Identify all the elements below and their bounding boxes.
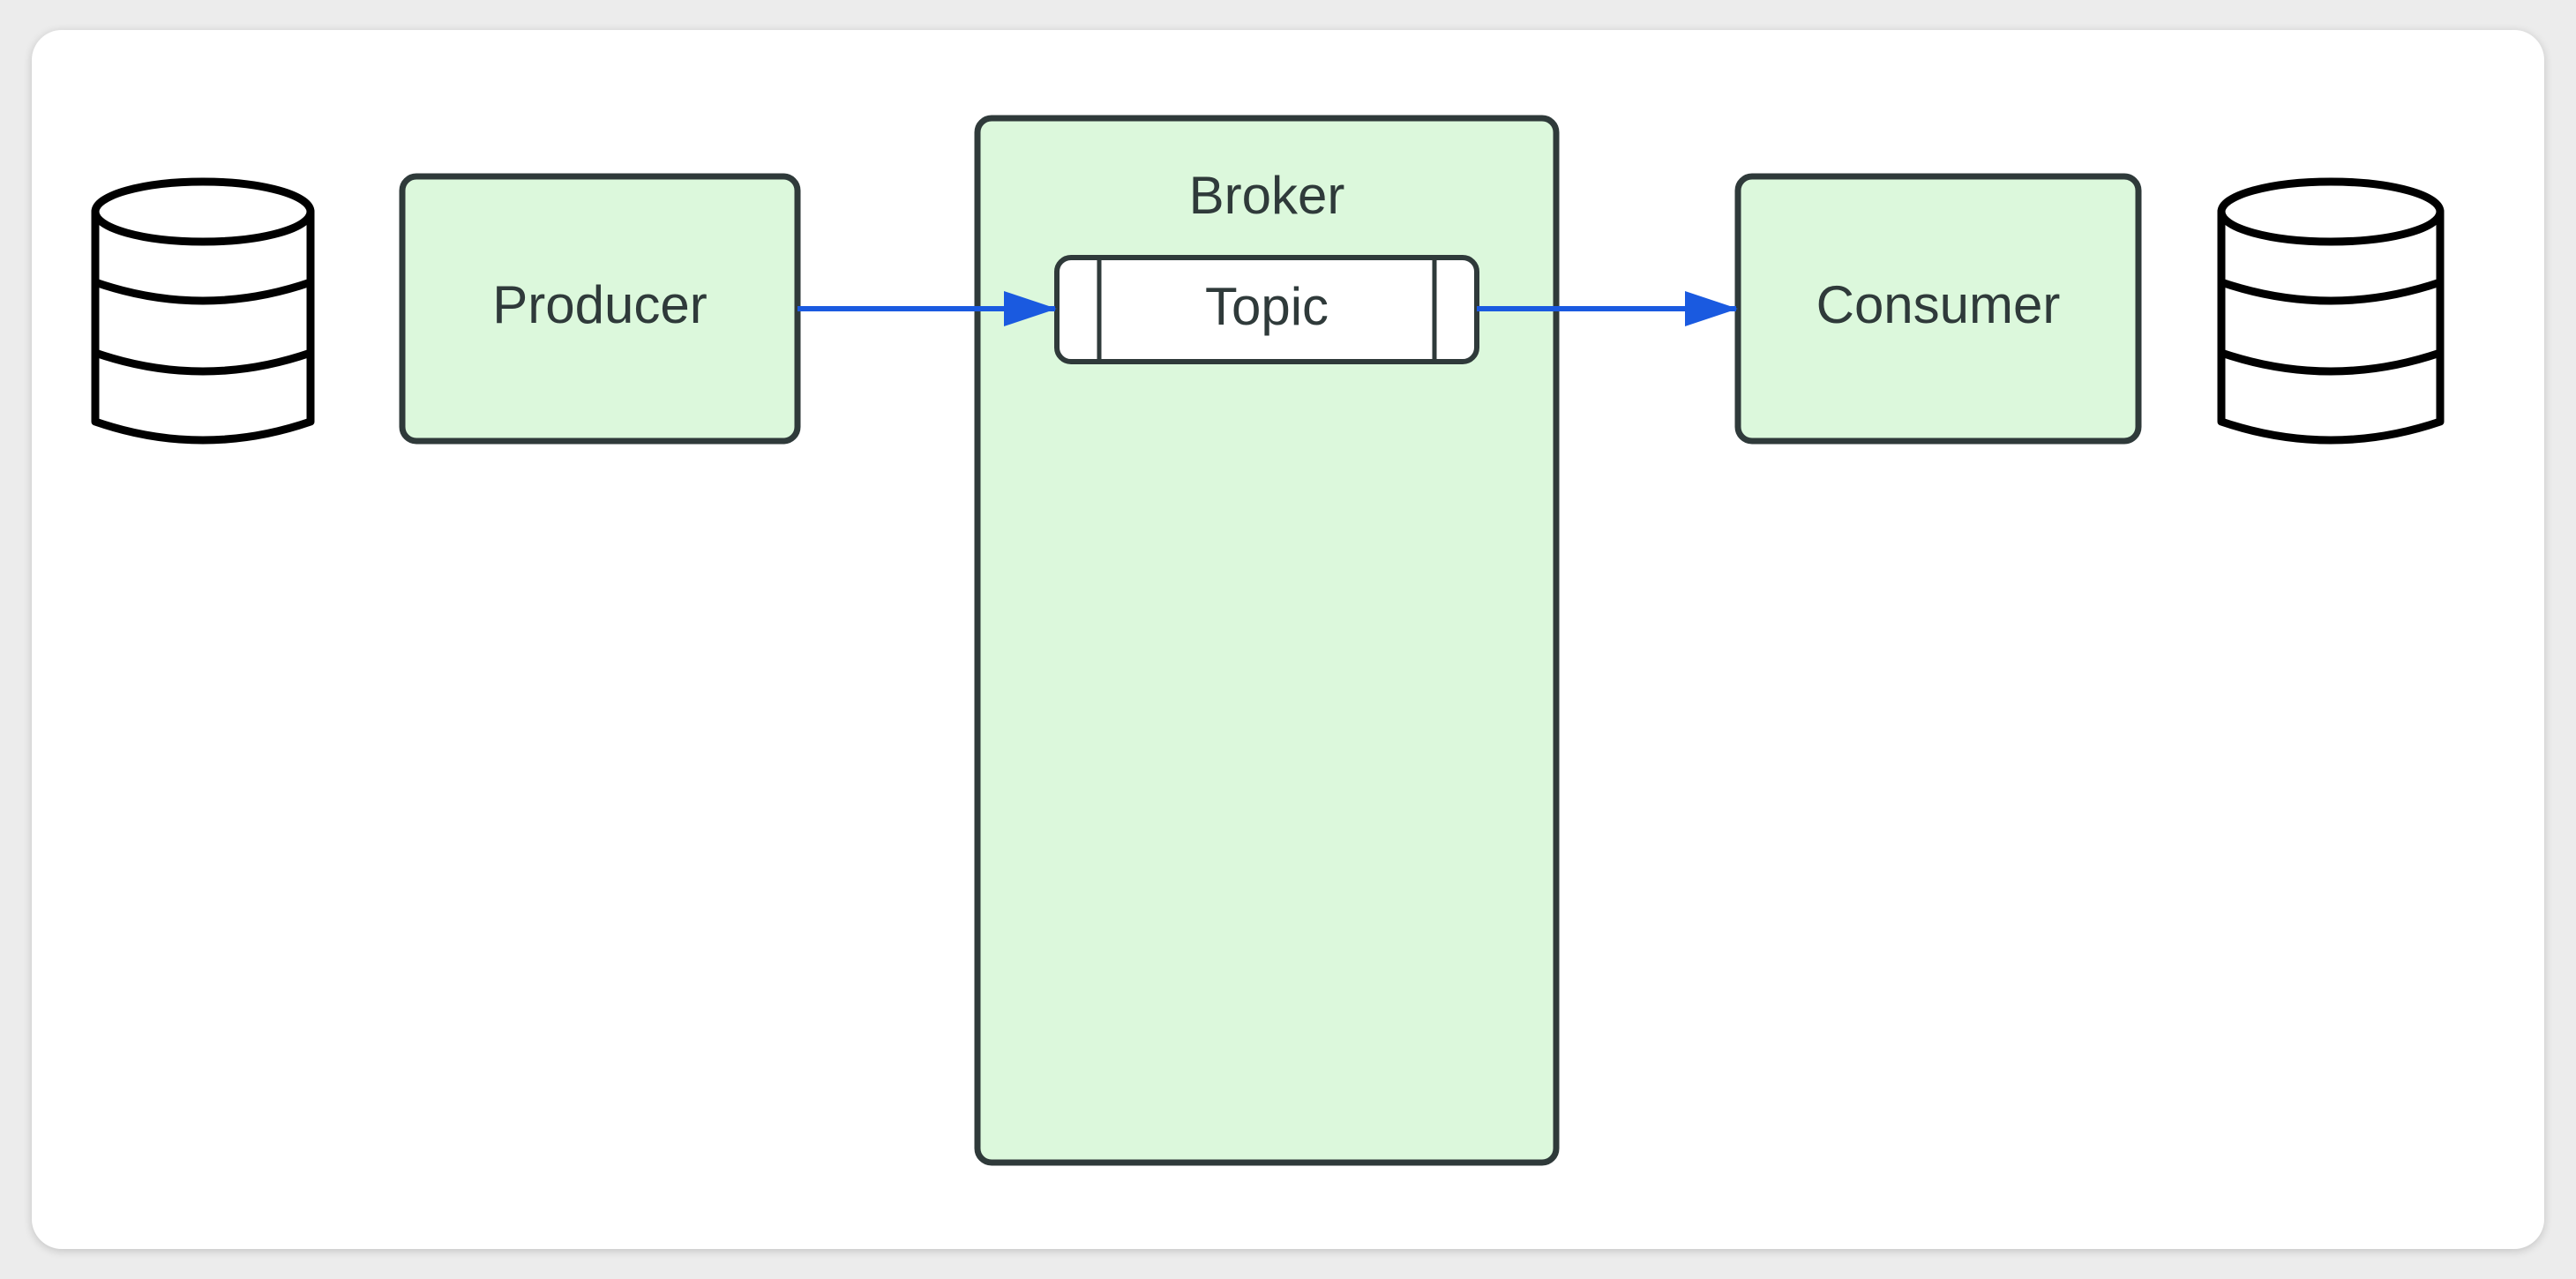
database-icon (91, 177, 315, 445)
topic-label: Topic (1205, 277, 1329, 336)
producer-label: Producer (492, 275, 707, 334)
broker-node[interactable]: Broker (974, 115, 1560, 1166)
consumer-node[interactable]: Consumer (1734, 173, 2142, 445)
database-icon (2217, 177, 2445, 445)
producer-node[interactable]: Producer (399, 173, 801, 445)
topic-node[interactable]: Topic (1054, 255, 1479, 364)
broker-label: Broker (1189, 166, 1345, 225)
consumer-label: Consumer (1816, 275, 2061, 334)
